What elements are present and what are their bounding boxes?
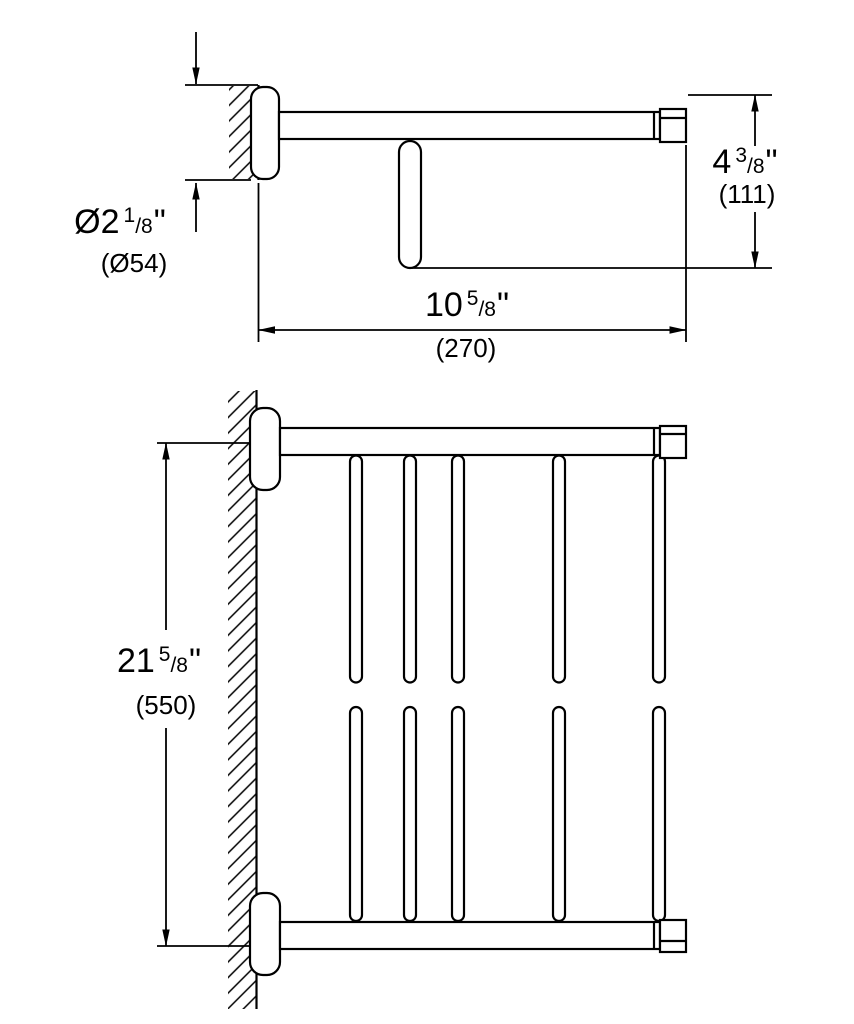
towel-rod-lower	[450, 705, 466, 923]
depth-metric-label: (111)	[719, 179, 776, 209]
towel-rod-upper	[348, 454, 364, 684]
end-cap	[658, 107, 688, 144]
mounting-flange-top	[248, 406, 282, 492]
flange-diameter-metric-label: (Ø54)	[101, 248, 167, 278]
end-cap-bottom	[658, 918, 688, 954]
towel-rod-lower	[348, 705, 364, 923]
width-metric-label: (270)	[436, 333, 497, 363]
towel-rod-lower	[402, 705, 418, 923]
towel-rod-lower	[651, 705, 667, 923]
towel-rod-upper	[402, 454, 418, 684]
end-cap-top	[658, 424, 688, 460]
towel-rail-bar	[277, 110, 662, 141]
towel-rod-lower	[551, 705, 567, 923]
mounting-flange	[249, 85, 281, 181]
top-rail-bar	[278, 426, 662, 457]
height-metric-label: (550)	[136, 690, 197, 720]
towel-ring	[397, 139, 423, 270]
bottom-rail-bar	[278, 920, 662, 951]
towel-rod-upper	[651, 454, 667, 684]
mounting-flange-bottom	[248, 891, 282, 977]
towel-rod-upper	[551, 454, 567, 684]
towel-rod-upper	[450, 454, 466, 684]
